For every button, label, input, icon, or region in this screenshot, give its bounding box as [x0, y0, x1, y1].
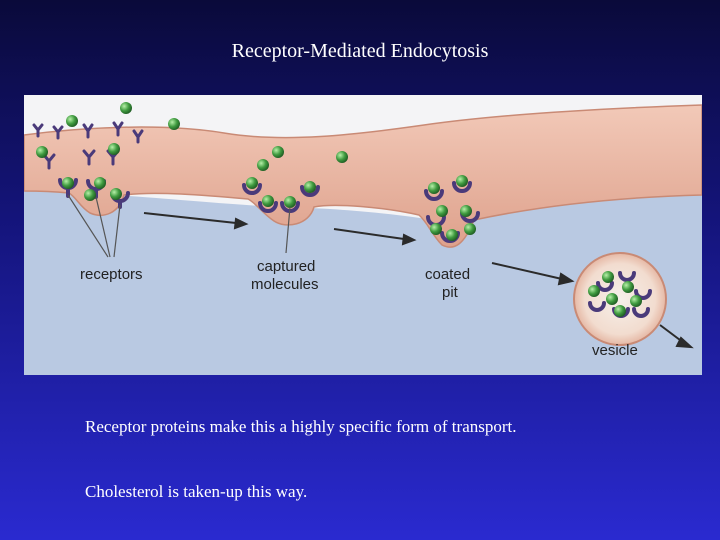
label-pit: pit [442, 284, 459, 301]
endocytosis-diagram: receptors captured molecules coated pit … [24, 95, 702, 375]
slide-title: Receptor-Mediated Endocytosis [231, 40, 489, 62]
caption-cholesterol: Cholesterol is taken-up this way. [85, 482, 308, 501]
diagram-svg: receptors captured molecules coated pit … [24, 95, 702, 375]
bound-receptors [58, 178, 480, 243]
label-captured: captured [257, 258, 315, 275]
label-vesicle: vesicle [592, 342, 638, 359]
caption-specific-transport: Receptor proteins make this a highly spe… [85, 417, 517, 436]
label-molecules: molecules [251, 276, 319, 293]
label-receptors: receptors [80, 266, 143, 283]
cytoplasm [24, 190, 702, 375]
label-coated: coated [425, 266, 470, 283]
free-receptors [32, 121, 144, 170]
leader-lines [67, 194, 291, 258]
process-arrows [143, 212, 694, 349]
vesicle-particle [573, 252, 667, 346]
ligand-molecules [36, 102, 476, 241]
